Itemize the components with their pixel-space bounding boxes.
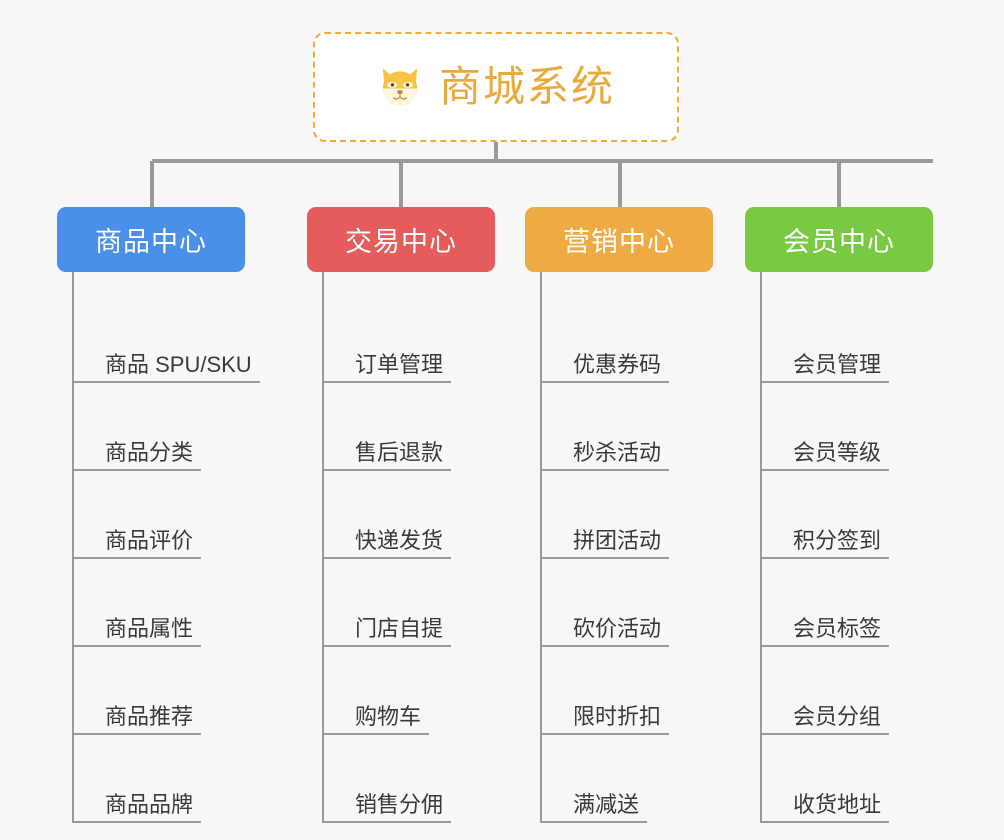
leaf-item-underline xyxy=(540,733,669,735)
leaf-item-underline xyxy=(760,381,889,383)
leaf-item-label: 商品属性 xyxy=(105,615,194,641)
leaf-item[interactable]: 门店自提 xyxy=(322,559,495,647)
root-title: 商城系统 xyxy=(438,63,615,110)
leaf-item-label: 砍价活动 xyxy=(573,615,662,641)
category-header-2[interactable]: 营销中心 xyxy=(525,207,713,272)
leaf-item-label: 会员标签 xyxy=(793,615,882,641)
leaf-item-underline xyxy=(322,381,451,383)
leaf-item-label: 会员管理 xyxy=(793,351,882,377)
leaf-item-underline xyxy=(540,821,647,823)
leaf-item-underline xyxy=(72,733,201,735)
leaf-item[interactable]: 积分签到 xyxy=(760,471,933,559)
leaf-item-label: 限时折扣 xyxy=(573,703,662,729)
leaf-item-label: 收货地址 xyxy=(793,791,882,817)
leaf-item-label: 商品评价 xyxy=(105,527,194,553)
leaf-item[interactable]: 订单管理 xyxy=(322,295,495,383)
leaf-item[interactable]: 销售分佣 xyxy=(322,735,495,823)
leaf-item-underline xyxy=(760,469,889,471)
leaf-item-label: 商品分类 xyxy=(105,439,194,465)
leaf-item-underline xyxy=(760,821,889,823)
leaf-item-label: 门店自提 xyxy=(355,615,444,641)
category-column-2: 营销中心优惠券码秒杀活动拼团活动砍价活动限时折扣满减送 xyxy=(525,207,713,823)
leaf-item-label: 会员分组 xyxy=(793,703,882,729)
leaf-item-underline xyxy=(760,645,889,647)
category-header-3[interactable]: 会员中心 xyxy=(745,207,933,272)
leaf-item-label: 购物车 xyxy=(355,703,422,729)
leaf-item[interactable]: 满减送 xyxy=(540,735,713,823)
leaf-item-underline xyxy=(72,821,201,823)
leaf-item-underline xyxy=(72,645,201,647)
leaf-item[interactable]: 优惠券码 xyxy=(540,295,713,383)
leaf-item[interactable]: 售后退款 xyxy=(322,383,495,471)
leaf-item-label: 秒杀活动 xyxy=(573,439,662,465)
leaf-item-underline xyxy=(760,557,889,559)
category-column-1: 交易中心订单管理售后退款快递发货门店自提购物车销售分佣 xyxy=(307,207,495,823)
category-column-3: 会员中心会员管理会员等级积分签到会员标签会员分组收货地址 xyxy=(745,207,933,823)
leaf-item[interactable]: 商品推荐 xyxy=(72,647,245,735)
leaf-item-label: 订单管理 xyxy=(355,351,444,377)
leaf-item[interactable]: 商品评价 xyxy=(72,471,245,559)
leaf-item[interactable]: 商品分类 xyxy=(72,383,245,471)
leaf-list-2: 优惠券码秒杀活动拼团活动砍价活动限时折扣满减送 xyxy=(540,272,713,823)
leaf-item-underline xyxy=(322,557,451,559)
leaf-item-label: 商品品牌 xyxy=(105,791,194,817)
category-header-1[interactable]: 交易中心 xyxy=(307,207,495,272)
leaf-item-label: 拼团活动 xyxy=(573,527,662,553)
leaf-item[interactable]: 商品品牌 xyxy=(72,735,245,823)
leaf-item-underline xyxy=(540,469,669,471)
leaf-item-label: 满减送 xyxy=(573,791,640,817)
leaf-item-label: 优惠券码 xyxy=(573,351,662,377)
leaf-item[interactable]: 会员等级 xyxy=(760,383,933,471)
leaf-item[interactable]: 限时折扣 xyxy=(540,647,713,735)
category-header-label: 商品中心 xyxy=(95,227,207,257)
leaf-item[interactable]: 商品 SPU/SKU xyxy=(72,295,260,383)
leaf-item-underline xyxy=(72,557,201,559)
leaf-list-0: 商品 SPU/SKU 商品分类商品评价商品属性商品推荐商品品牌 xyxy=(72,272,260,823)
leaf-item[interactable]: 商品属性 xyxy=(72,559,245,647)
leaf-item-underline xyxy=(540,557,669,559)
leaf-item-underline xyxy=(322,733,429,735)
leaf-list-1: 订单管理售后退款快递发货门店自提购物车销售分佣 xyxy=(322,272,495,823)
leaf-item[interactable]: 收货地址 xyxy=(760,735,933,823)
leaf-item-label: 销售分佣 xyxy=(355,791,444,817)
leaf-item-underline xyxy=(72,381,260,383)
category-header-label: 营销中心 xyxy=(563,227,675,257)
category-header-0[interactable]: 商品中心 xyxy=(57,207,245,272)
leaf-item-underline xyxy=(322,645,451,647)
shiba-dog-face-icon xyxy=(377,64,423,110)
leaf-item-underline xyxy=(760,733,889,735)
leaf-item[interactable]: 秒杀活动 xyxy=(540,383,713,471)
leaf-item-label: 积分签到 xyxy=(793,527,882,553)
leaf-item-label: 快递发货 xyxy=(355,527,444,553)
leaf-item-label: 会员等级 xyxy=(793,439,882,465)
leaf-item-underline xyxy=(540,381,669,383)
leaf-item[interactable]: 快递发货 xyxy=(322,471,495,559)
category-header-label: 会员中心 xyxy=(783,227,895,257)
leaf-item-label: 售后退款 xyxy=(355,439,444,465)
leaf-item[interactable]: 拼团活动 xyxy=(540,471,713,559)
leaf-item-label: 商品推荐 xyxy=(105,703,194,729)
leaf-item-underline xyxy=(322,821,451,823)
root-node[interactable]: 商城系统 xyxy=(313,32,679,142)
leaf-item-underline xyxy=(540,645,669,647)
leaf-item-underline xyxy=(72,469,201,471)
leaf-item[interactable]: 会员管理 xyxy=(760,295,933,383)
leaf-item[interactable]: 砍价活动 xyxy=(540,559,713,647)
leaf-item-underline xyxy=(322,469,451,471)
category-column-0: 商品中心商品 SPU/SKU 商品分类商品评价商品属性商品推荐商品品牌 xyxy=(57,207,260,823)
leaf-item[interactable]: 购物车 xyxy=(322,647,495,735)
leaf-item-label: 商品 SPU/SKU xyxy=(105,351,252,377)
leaf-item[interactable]: 会员分组 xyxy=(760,647,933,735)
leaf-item[interactable]: 会员标签 xyxy=(760,559,933,647)
leaf-list-3: 会员管理会员等级积分签到会员标签会员分组收货地址 xyxy=(760,272,933,823)
category-header-label: 交易中心 xyxy=(345,227,457,257)
